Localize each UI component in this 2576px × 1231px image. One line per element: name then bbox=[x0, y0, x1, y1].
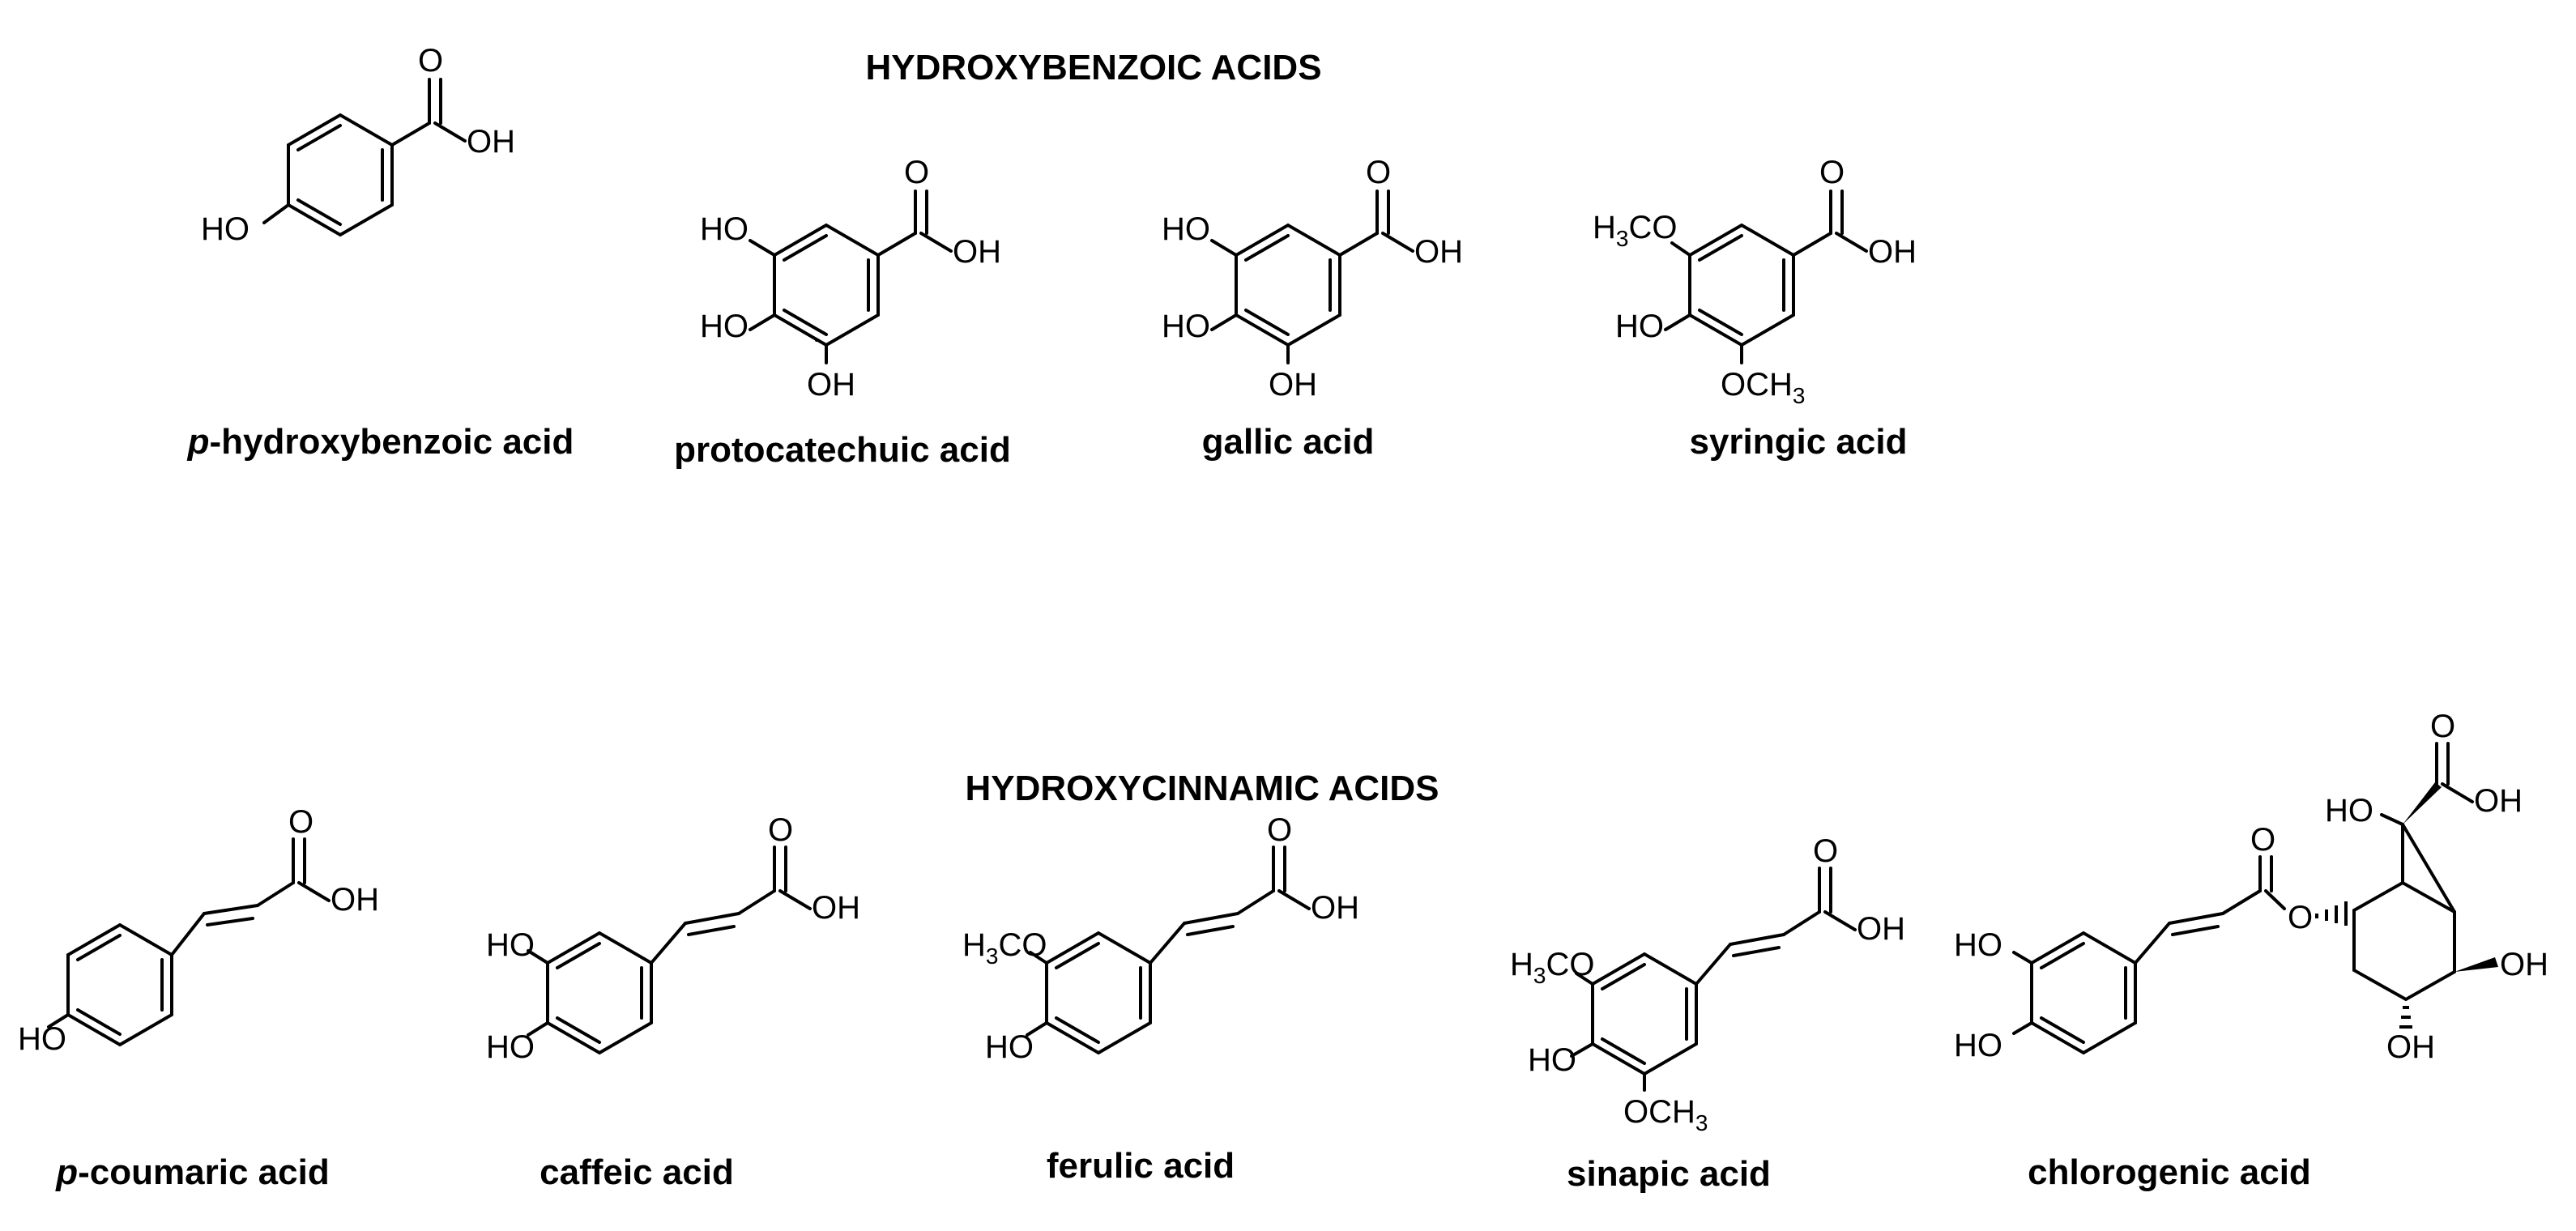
label-h3co: H3CO bbox=[962, 927, 1047, 969]
label-ho-top: HO bbox=[486, 927, 535, 963]
structure-p-coumaric-acid: O OH HO bbox=[18, 804, 379, 1057]
structure-ferulic-acid: O OH H3CO HO bbox=[962, 812, 1359, 1065]
label-oh: OH bbox=[1414, 234, 1463, 270]
label-c1-ho: HO bbox=[2325, 793, 2373, 828]
heading-hydroxycinnamic: HYDROXYCINNAMIC ACIDS bbox=[965, 769, 1439, 808]
caption-syringic-acid: syringic acid bbox=[1689, 422, 1907, 462]
caption-p-coumaric-acid: p-coumaric acid bbox=[55, 1152, 329, 1192]
caption-prefix: p bbox=[55, 1152, 78, 1192]
label-oh: OH bbox=[1311, 890, 1359, 926]
label-oh-bottom: OH bbox=[1269, 367, 1317, 403]
label-oh-bottom: OH bbox=[807, 367, 855, 403]
label-carbonyl-o: O bbox=[1819, 155, 1845, 190]
label-ho-middle: HO bbox=[700, 309, 748, 344]
structure-syringic-acid: O OH H3CO HO OCH3 bbox=[1593, 155, 1917, 408]
label-ho-top: HO bbox=[1954, 927, 2002, 963]
caption-gallic-acid: gallic acid bbox=[1202, 422, 1375, 462]
label-och3: OCH3 bbox=[1721, 367, 1805, 408]
label-h3co: H3CO bbox=[1510, 947, 1594, 988]
caption-caffeic-acid: caffeic acid bbox=[540, 1152, 734, 1192]
label-ho: HO bbox=[201, 211, 249, 247]
caption-text: caffeic acid bbox=[540, 1152, 734, 1192]
caption-text: -hydroxybenzoic acid bbox=[210, 422, 574, 462]
label-carbonyl-o: O bbox=[1267, 812, 1292, 848]
label-oh: OH bbox=[953, 234, 1001, 270]
label-carbonyl-o: O bbox=[288, 804, 313, 840]
structure-p-hydroxybenzoic-acid: O OH HO bbox=[201, 43, 515, 247]
structure-protocatechuic-acid: O OH HO HO OH bbox=[700, 155, 1001, 403]
label-acid-oh: OH bbox=[2474, 783, 2523, 819]
caption-ferulic-acid: ferulic acid bbox=[1047, 1146, 1235, 1186]
caption-sinapic-acid: sinapic acid bbox=[1567, 1154, 1771, 1194]
caption-text: ferulic acid bbox=[1047, 1146, 1235, 1186]
label-acid-carbonyl-o: O bbox=[2430, 709, 2455, 744]
label-carbonyl-o: O bbox=[1366, 155, 1391, 190]
label-c5-oh: OH bbox=[2386, 1029, 2435, 1065]
caption-prefix: p bbox=[187, 422, 210, 462]
label-oh: OH bbox=[1857, 911, 1905, 947]
caption-text: protocatechuic acid bbox=[674, 430, 1011, 470]
caption-text: syringic acid bbox=[1689, 422, 1907, 462]
label-ho-middle: HO bbox=[1162, 309, 1210, 344]
label-ester-o: O bbox=[2288, 900, 2313, 935]
structure-sinapic-acid: O OH H3CO HO OCH3 bbox=[1510, 833, 1905, 1135]
caption-text: -coumaric acid bbox=[78, 1152, 330, 1192]
label-och3: OCH3 bbox=[1623, 1094, 1708, 1135]
heading-hydroxybenzoic: HYDROXYBENZOIC ACIDS bbox=[865, 48, 1321, 87]
label-oh: OH bbox=[331, 882, 379, 918]
label-oh: OH bbox=[1868, 234, 1917, 270]
label-carbonyl-o: O bbox=[418, 43, 443, 79]
label-c4-oh: OH bbox=[2500, 947, 2548, 982]
label-ho-bottom: HO bbox=[486, 1029, 535, 1065]
label-h3co: H3CO bbox=[1593, 210, 1677, 251]
caption-text: gallic acid bbox=[1202, 422, 1375, 462]
label-ho-top: HO bbox=[1162, 211, 1210, 247]
structure-chlorogenic-acid: O O O OH HO OH OH HO HO bbox=[1954, 709, 2548, 1065]
hashed-bond-ester bbox=[2315, 901, 2348, 926]
structure-gallic-acid: O OH HO HO OH bbox=[1162, 155, 1463, 403]
structure-caffeic-acid: O OH HO HO bbox=[486, 812, 860, 1065]
label-oh: OH bbox=[812, 890, 860, 926]
caption-protocatechuic-acid: protocatechuic acid bbox=[674, 430, 1011, 470]
label-carbonyl-o: O bbox=[1813, 833, 1838, 869]
caption-p-hydroxybenzoic-acid: p-hydroxybenzoic acid bbox=[187, 422, 574, 462]
label-carbonyl-o: O bbox=[904, 155, 929, 190]
caption-chlorogenic-acid: chlorogenic acid bbox=[2028, 1152, 2311, 1192]
label-oh: OH bbox=[467, 124, 515, 160]
label-ho-top: HO bbox=[700, 211, 748, 247]
label-ho-bottom: HO bbox=[1954, 1028, 2002, 1063]
label-ho: HO bbox=[1615, 309, 1664, 344]
caption-text: sinapic acid bbox=[1567, 1154, 1771, 1194]
label-ho: HO bbox=[1528, 1042, 1576, 1078]
hashed-bond-oh bbox=[2399, 1006, 2412, 1029]
label-ester-carbonyl-o: O bbox=[2250, 822, 2275, 858]
label-ho: HO bbox=[18, 1021, 66, 1057]
label-carbonyl-o: O bbox=[768, 812, 793, 848]
label-ho: HO bbox=[985, 1029, 1034, 1065]
caption-text: chlorogenic acid bbox=[2028, 1152, 2311, 1192]
